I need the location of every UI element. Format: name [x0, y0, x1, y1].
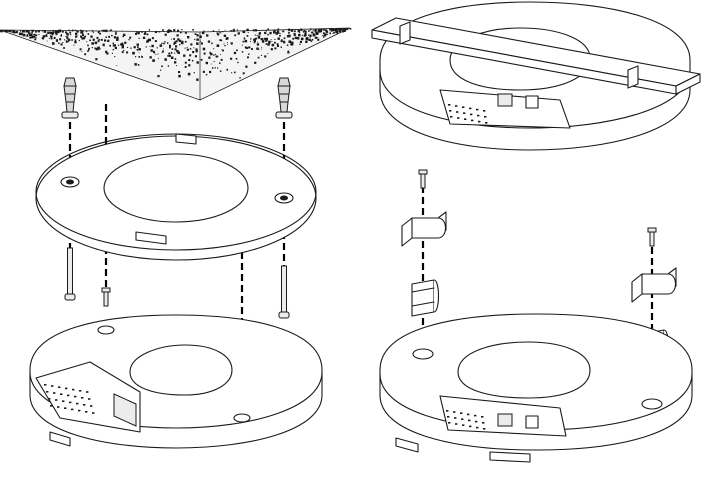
ceiling-mount-panel — [0, 27, 352, 449]
wall-anchor-icon — [61, 77, 79, 119]
rail-mount-panel — [371, 1, 701, 463]
access-point-device — [29, 314, 323, 449]
rail-clip-icon — [401, 211, 447, 247]
rail-clip-icon — [411, 279, 440, 317]
power-port-icon — [525, 415, 539, 429]
t-rail-bar — [371, 17, 701, 95]
rail-clip-icon — [631, 267, 677, 303]
mounting-plate — [35, 133, 317, 261]
power-port-icon — [525, 95, 539, 109]
screw-icon — [418, 169, 428, 189]
screw-icon — [64, 247, 76, 301]
ethernet-port-icon — [497, 413, 513, 427]
ethernet-port-icon — [497, 93, 513, 107]
ceiling-texture — [0, 27, 352, 101]
wall-anchor-icon — [275, 77, 293, 119]
screw-icon — [101, 287, 111, 307]
screw-icon — [647, 227, 657, 247]
screw-icon — [278, 265, 290, 319]
access-point-device — [379, 313, 693, 463]
